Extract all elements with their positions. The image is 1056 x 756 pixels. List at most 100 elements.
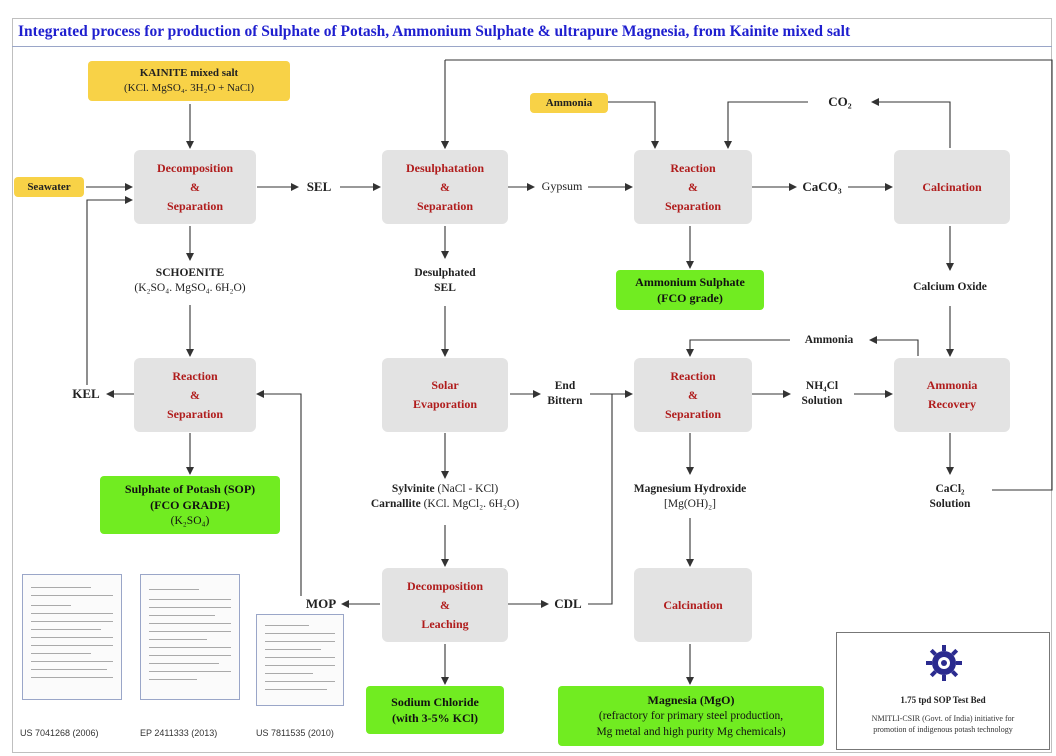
product-sub: (refractory for primary steel production…: [598, 710, 784, 722]
nh4cl-line1: NH₄Cl: [805, 380, 839, 392]
patent-caption-1: US 7041268 (2006): [20, 728, 99, 738]
arrow-ammrecovery-to-ammonia: [869, 336, 919, 356]
kainite-formula: (KCl. MgSO₄. 3H₂O + NaCl): [124, 82, 254, 94]
institute-logo-icon: [926, 645, 962, 681]
kainite-name: KAINITE mixed salt: [139, 67, 239, 79]
nh4cl-line2: Solution: [801, 395, 843, 407]
process-line: Ammonia: [926, 378, 978, 392]
sylvinite-formula: (NaCl - KCl): [437, 483, 499, 495]
stream-gypsum: Gypsum: [541, 179, 583, 193]
stream-ammonia-recycle: Ammonia: [804, 334, 854, 346]
seawater-label: Seawater: [27, 180, 71, 193]
arrow-kel-recycle: [86, 196, 133, 385]
logo-card-text: NMITLI-CSIR (Govt. of India) initiative …: [837, 713, 1049, 735]
stream-cdl: CDL: [554, 596, 582, 611]
ammonia-feed: Ammonia: [530, 93, 608, 113]
institute-logo-card: 1.75 tpd SOP Test Bed NMITLI-CSIR (Govt.…: [836, 632, 1050, 750]
product-line: (FCO grade): [657, 291, 723, 305]
product-line: Ammonium Sulphate: [635, 275, 745, 289]
process-calcination-1: Calcination: [894, 150, 1010, 224]
process-line: Separation: [166, 406, 223, 421]
process-desulphatation-separation: Desulphatation & Separation: [382, 150, 508, 224]
process-line: &: [440, 597, 450, 612]
cacl2-line1: CaCl₂: [935, 483, 965, 495]
process-reaction-separation-1: Reaction & Separation: [634, 150, 752, 224]
cacl2-line2: Solution: [929, 498, 971, 510]
process-line: Separation: [664, 406, 721, 421]
stream-sylvinite: Sylvinite (NaCl - KCl) Carnallite (KCl. …: [350, 482, 540, 512]
stream-calcium-oxide: Calcium Oxide: [913, 281, 987, 293]
line-cacl2-recycle: [445, 59, 1053, 491]
process-line: &: [688, 179, 698, 194]
process-line: &: [440, 179, 450, 194]
product-line: (with 3-5% KCl): [392, 711, 478, 725]
process-line: &: [688, 387, 698, 402]
patent-document-2: [140, 574, 240, 700]
process-decomposition-separation: Decomposition & Separation: [134, 150, 256, 224]
stream-desulphated-sel: Desulphated SEL: [390, 266, 500, 296]
patent-caption-3: US 7811535 (2010): [256, 728, 334, 738]
desulph-sel-line2: SEL: [434, 282, 456, 294]
logo-card-line2: NMITLI-CSIR (Govt. of India) initiative …: [871, 714, 1015, 723]
product-ammonium-sulphate: Ammonium Sulphate (FCO grade): [616, 270, 764, 310]
process-ammonia-recovery: Ammonia Recovery: [894, 358, 1010, 432]
patent-caption-2: EP 2411333 (2013): [140, 728, 218, 738]
product-sodium-chloride: Sodium Chloride (with 3-5% KCl): [366, 686, 504, 734]
title-divider: [12, 46, 1052, 47]
process-line: Desulphatation: [405, 160, 485, 175]
end-bittern-line2: Bittern: [547, 395, 583, 407]
process-line: Decomposition: [407, 578, 483, 593]
product-line: Sulphate of Potash (SOP): [124, 482, 256, 496]
ammonia-feed-label: Ammonia: [545, 96, 593, 109]
process-decomposition-leaching: Decomposition & Leaching: [382, 568, 508, 642]
stream-schoenite: SCHOENITE (K₂SO₄. MgSO₄. 6H₂O): [110, 266, 270, 296]
patent-document-1: [22, 574, 122, 700]
product-line: Sodium Chloride: [391, 695, 479, 709]
diagram-title: Integrated process for production of Sul…: [18, 23, 851, 40]
product-title: Magnesia (MgO): [647, 693, 735, 707]
stream-sel: SEL: [306, 179, 332, 194]
carnallite-formula: (KCl. MgCl₂. 6H₂O): [423, 498, 520, 510]
product-sub: Mg metal and high purity Mg chemicals): [596, 726, 786, 738]
arrow-mop-to-reaction2: [256, 390, 302, 596]
process-line: Separation: [664, 198, 721, 213]
process-reaction-separation-3: Reaction & Separation: [634, 358, 752, 432]
stream-mop: MOP: [305, 596, 337, 611]
process-line: Separation: [166, 198, 223, 213]
arrow-calcination-to-co2: [871, 98, 951, 148]
product-magnesia: Magnesia (MgO) (refractory for primary s…: [558, 686, 824, 746]
line-cdl-to-reaction3: [588, 394, 613, 605]
process-line: Decomposition: [157, 160, 233, 175]
arrow-ammonia-to-reaction3: [686, 339, 790, 357]
mg-hydroxide-line2: [Mg(OH)₂]: [664, 498, 716, 510]
carnallite-name: Carnallite: [370, 498, 421, 510]
schoenite-formula: (K₂SO₄. MgSO₄. 6H₂O): [134, 282, 246, 294]
process-line: Leaching: [421, 616, 469, 631]
process-solar-evaporation: Solar Evaporation: [382, 358, 508, 432]
patent-document-3: [256, 614, 344, 706]
process-line: Evaporation: [412, 397, 477, 411]
stream-cacl2: CaCl₂ Solution: [920, 482, 980, 512]
process-line: &: [190, 179, 200, 194]
product-line: (K₂SO₄): [170, 515, 210, 527]
process-line: Reaction: [670, 368, 716, 383]
process-line: Solar: [431, 378, 459, 392]
stream-magnesium-hydroxide: Magnesium Hydroxide [Mg(OH)₂]: [610, 482, 770, 512]
process-line: Reaction: [172, 368, 218, 383]
sylvinite-name: Sylvinite: [391, 483, 435, 495]
stream-kel: KEL: [72, 386, 100, 401]
process-line: Calcination: [663, 597, 723, 612]
stream-nh4cl: NH₄Cl Solution: [790, 379, 854, 409]
product-line: (FCO GRADE): [150, 498, 230, 512]
seawater-feed: Seawater: [14, 177, 84, 197]
mg-hydroxide-line1: Magnesium Hydroxide: [633, 483, 747, 495]
arrow-co2-to-reaction1: [724, 101, 808, 149]
stream-co2: CO₂: [828, 94, 852, 109]
process-reaction-separation-2: Reaction & Separation: [134, 358, 256, 432]
schoenite-name: SCHOENITE: [155, 267, 225, 279]
logo-card-line3: promotion of indigenous potash technolog…: [873, 725, 1013, 734]
process-line: Recovery: [928, 397, 976, 411]
process-calcination-2: Calcination: [634, 568, 752, 642]
product-sop: Sulphate of Potash (SOP) (FCO GRADE) (K₂…: [100, 476, 280, 534]
